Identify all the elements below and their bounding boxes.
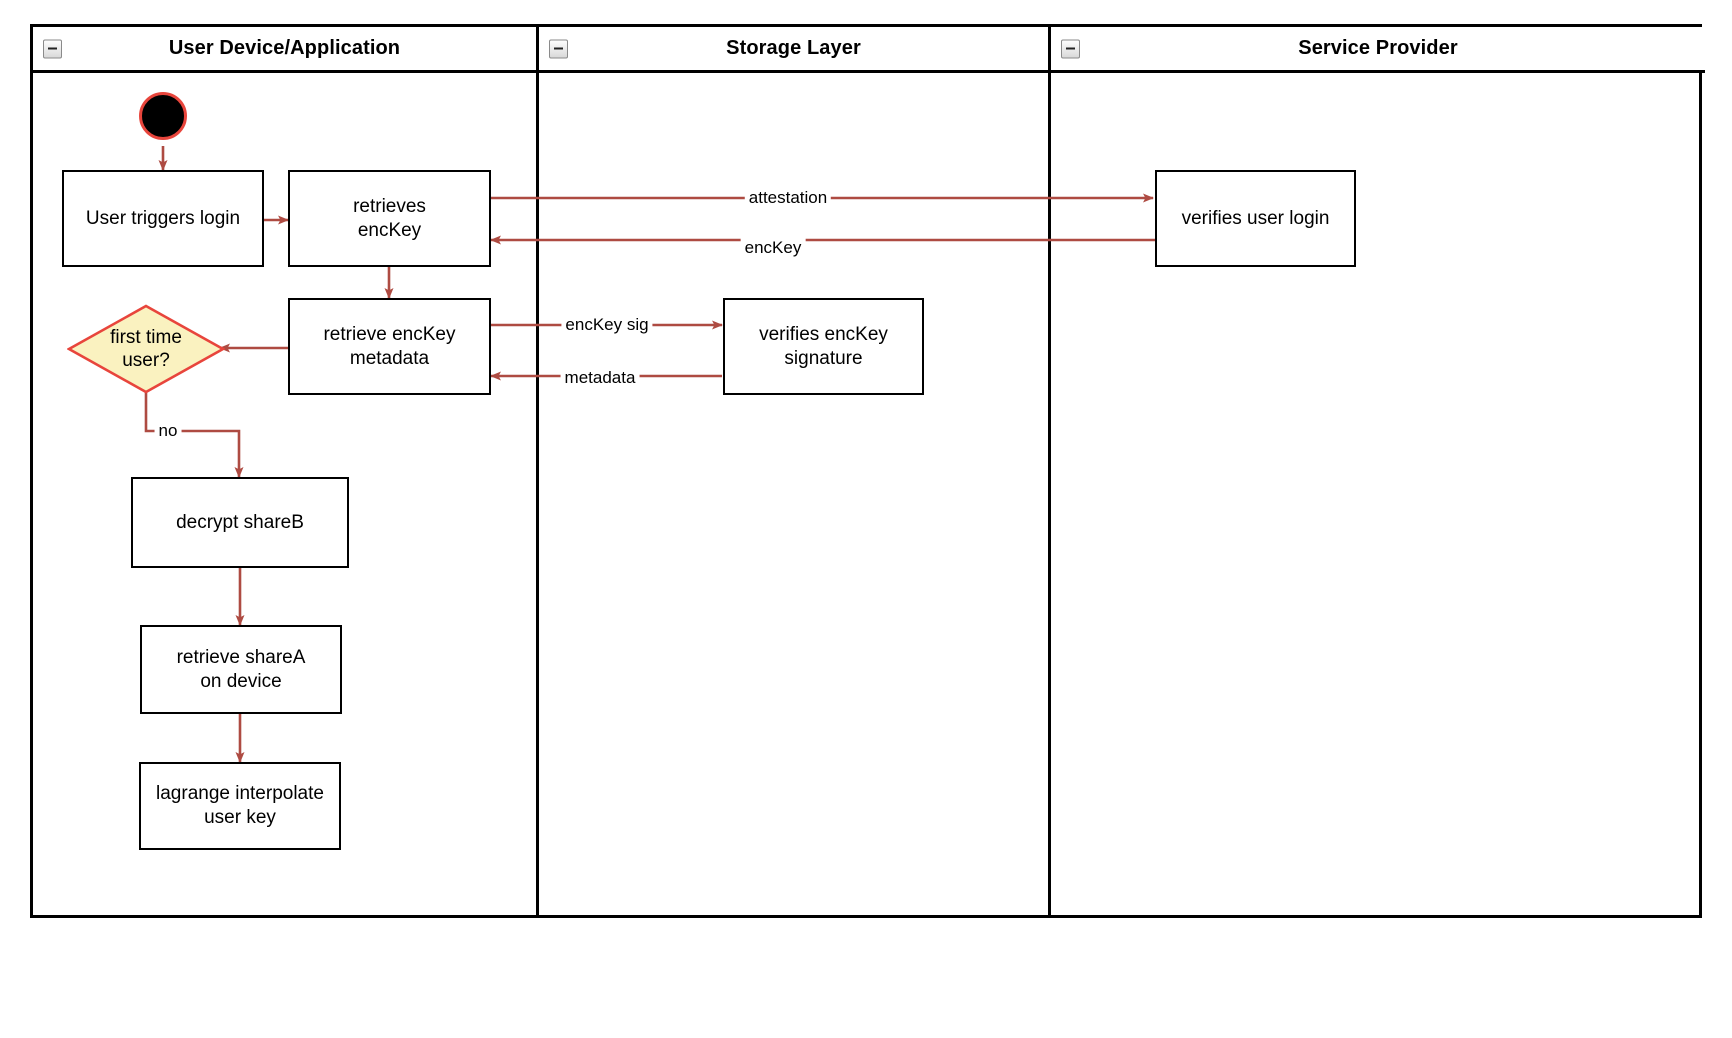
edge-label-attestation: attestation [744, 188, 832, 208]
swimlane-storage-layer[interactable]: Storage Layer [536, 27, 1048, 915]
activity-verifies-user-login[interactable]: verifies user login [1155, 170, 1356, 267]
start-node[interactable] [139, 92, 187, 140]
decision-label: first time user? [67, 304, 225, 394]
activity-label-line1: verifies encKey [759, 323, 888, 345]
swimlane-header-storage-layer[interactable]: Storage Layer [539, 27, 1048, 73]
collapse-minus-icon[interactable] [1061, 39, 1080, 58]
decision-label-line2: user? [122, 350, 170, 371]
activity-lagrange-interpolate-user-key[interactable]: lagrange interpolate user key [139, 762, 341, 850]
edge-label-enckey: encKey [740, 238, 806, 258]
activity-decrypt-shareb[interactable]: decrypt shareB [131, 477, 349, 568]
activity-retrieves-enckey[interactable]: retrieves encKey [288, 170, 491, 267]
activity-user-triggers-login[interactable]: User triggers login [62, 170, 264, 267]
activity-verifies-enckey-signature[interactable]: verifies encKey signature [723, 298, 924, 395]
activity-label: decrypt shareB [176, 511, 304, 533]
activity-retrieve-sharea-on-device[interactable]: retrieve shareA on device [140, 625, 342, 714]
collapse-minus-icon[interactable] [549, 39, 568, 58]
activity-label-line2: signature [784, 347, 863, 369]
edge-label-enckey-sig: encKey sig [561, 315, 653, 335]
activity-retrieve-enckey-metadata[interactable]: retrieve encKey metadata [288, 298, 491, 395]
swimlane-service-provider[interactable]: Service Provider [1048, 27, 1705, 915]
swimlane-user-device[interactable]: User Device/Application [33, 27, 536, 915]
decision-label-line1: first time [110, 326, 182, 348]
activity-label-line2: encKey [357, 219, 422, 241]
edge-label-no: no [154, 421, 182, 441]
edge-label-metadata: metadata [560, 368, 640, 388]
decision-first-time-user[interactable]: first time user? [67, 304, 225, 394]
collapse-minus-icon[interactable] [43, 39, 62, 58]
decision-diamond-shape [67, 304, 225, 394]
activity-label-line1: retrieves [353, 195, 426, 217]
activity-label-line1: retrieve encKey [323, 323, 456, 345]
activity-label: User triggers login [85, 207, 241, 229]
swimlane-title-storage-layer: Storage Layer [726, 37, 861, 59]
activity-label-line1: lagrange interpolate [156, 783, 324, 805]
activity-label-line1: retrieve shareA [176, 646, 306, 668]
activity-label-line2: metadata [349, 347, 430, 369]
swimlane-title-service-provider: Service Provider [1298, 37, 1458, 59]
activity-label-line2: user key [204, 807, 276, 828]
swimlane-title-user-device: User Device/Application [168, 37, 401, 59]
activity-label: verifies user login [1181, 207, 1330, 229]
swimlane-header-user-device[interactable]: User Device/Application [33, 27, 536, 73]
swimlane-header-service-provider[interactable]: Service Provider [1051, 27, 1705, 73]
activity-label-line2: on device [200, 670, 282, 692]
